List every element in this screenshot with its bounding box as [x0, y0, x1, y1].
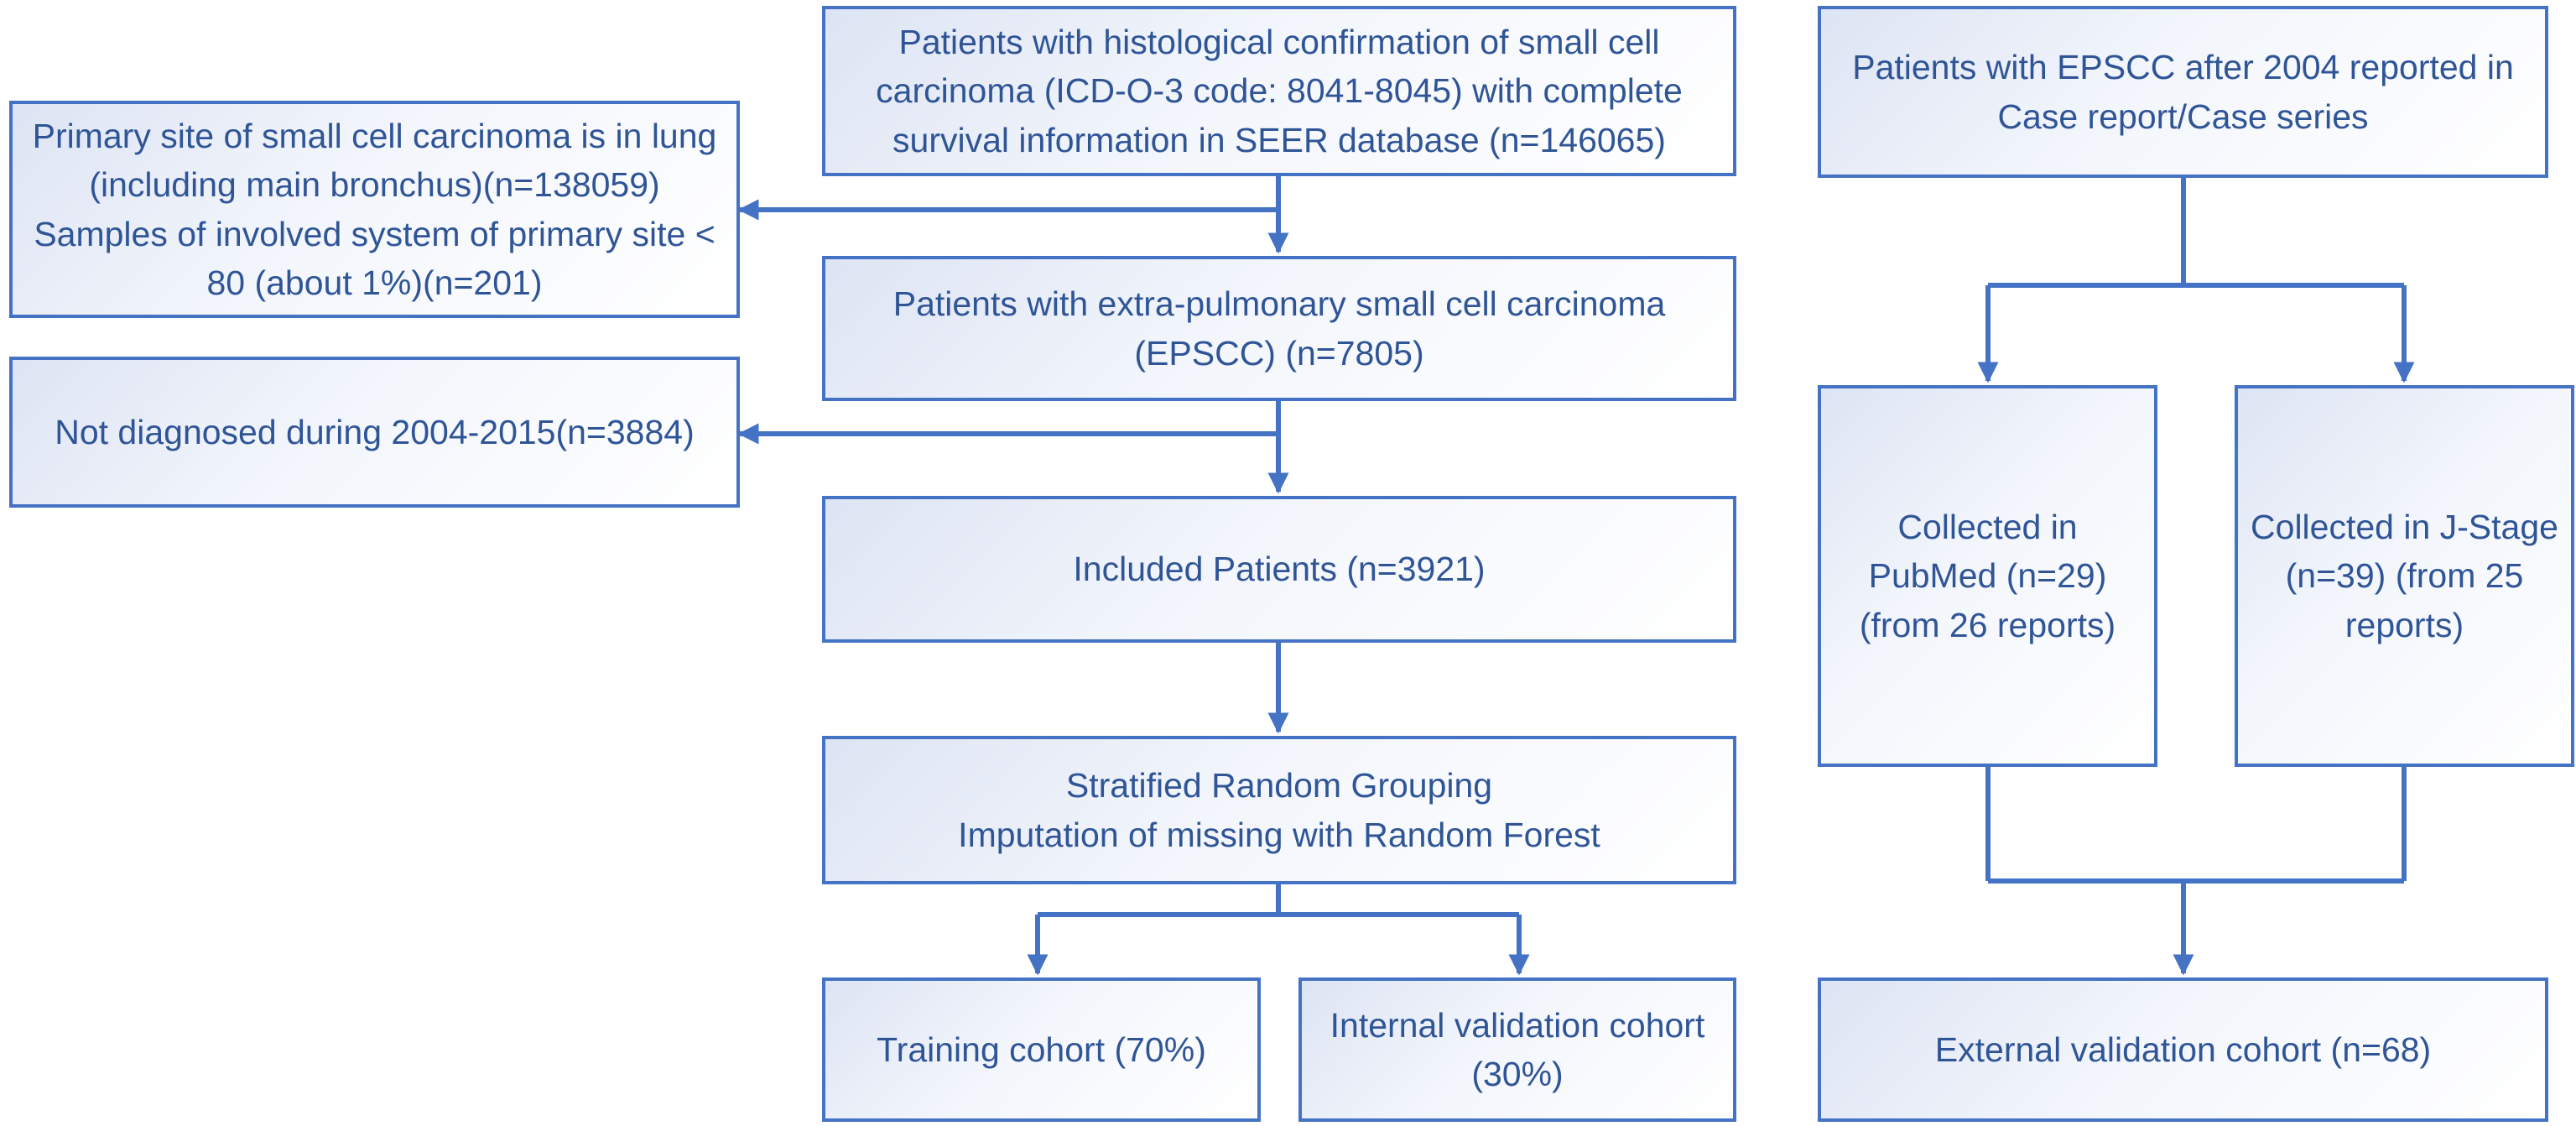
box-external-validation: External validation cohort (n=68) — [1818, 977, 2548, 1122]
text-lung-exclusion: Primary site of small cell carcinoma is … — [32, 117, 717, 302]
text-case-reports: Patients with EPSCC after 2004 reported … — [1852, 48, 2514, 136]
box-lung-exclusion: Primary site of small cell carcinoma is … — [9, 101, 740, 318]
box-epscc: Patients with extra-pulmonary small cell… — [822, 256, 1736, 401]
box-internal-validation: Internal validation cohort (30%) — [1298, 977, 1736, 1122]
text-internal-validation: Internal validation cohort (30%) — [1330, 1005, 1705, 1093]
text-external-validation: External validation cohort (n=68) — [1934, 1030, 2432, 1069]
text-seer-source: Patients with histological confirmation … — [876, 23, 1683, 159]
box-period-exclusion: Not diagnosed during 2004-2015(n=3884) — [9, 357, 740, 508]
text-pubmed: Collected in PubMed (n=29) (from 26 repo… — [1859, 508, 2116, 644]
box-seer-source: Patients with histological confirmation … — [822, 6, 1736, 176]
box-included: Included Patients (n=3921) — [822, 496, 1736, 643]
text-jstage: Collected in J-Stage (n=39) (from 25 rep… — [2251, 508, 2558, 644]
box-training: Training cohort (70%) — [822, 977, 1261, 1122]
box-grouping: Stratified Random Grouping Imputation of… — [822, 736, 1736, 884]
box-pubmed: Collected in PubMed (n=29) (from 26 repo… — [1818, 385, 2157, 767]
box-case-reports: Patients with EPSCC after 2004 reported … — [1818, 6, 2548, 178]
box-jstage: Collected in J-Stage (n=39) (from 25 rep… — [2235, 385, 2574, 767]
connector-grouping-split — [1038, 884, 1519, 917]
text-epscc: Patients with extra-pulmonary small cell… — [892, 284, 1666, 373]
connector-case-reports-split — [1988, 178, 2404, 288]
text-included: Included Patients (n=3921) — [1073, 550, 1486, 589]
text-training: Training cohort (70%) — [877, 1030, 1206, 1069]
connector-merge-sources — [1985, 767, 2407, 884]
text-period-exclusion: Not diagnosed during 2004-2015(n=3884) — [55, 412, 695, 451]
text-grouping: Stratified Random Grouping Imputation of… — [958, 766, 1600, 854]
